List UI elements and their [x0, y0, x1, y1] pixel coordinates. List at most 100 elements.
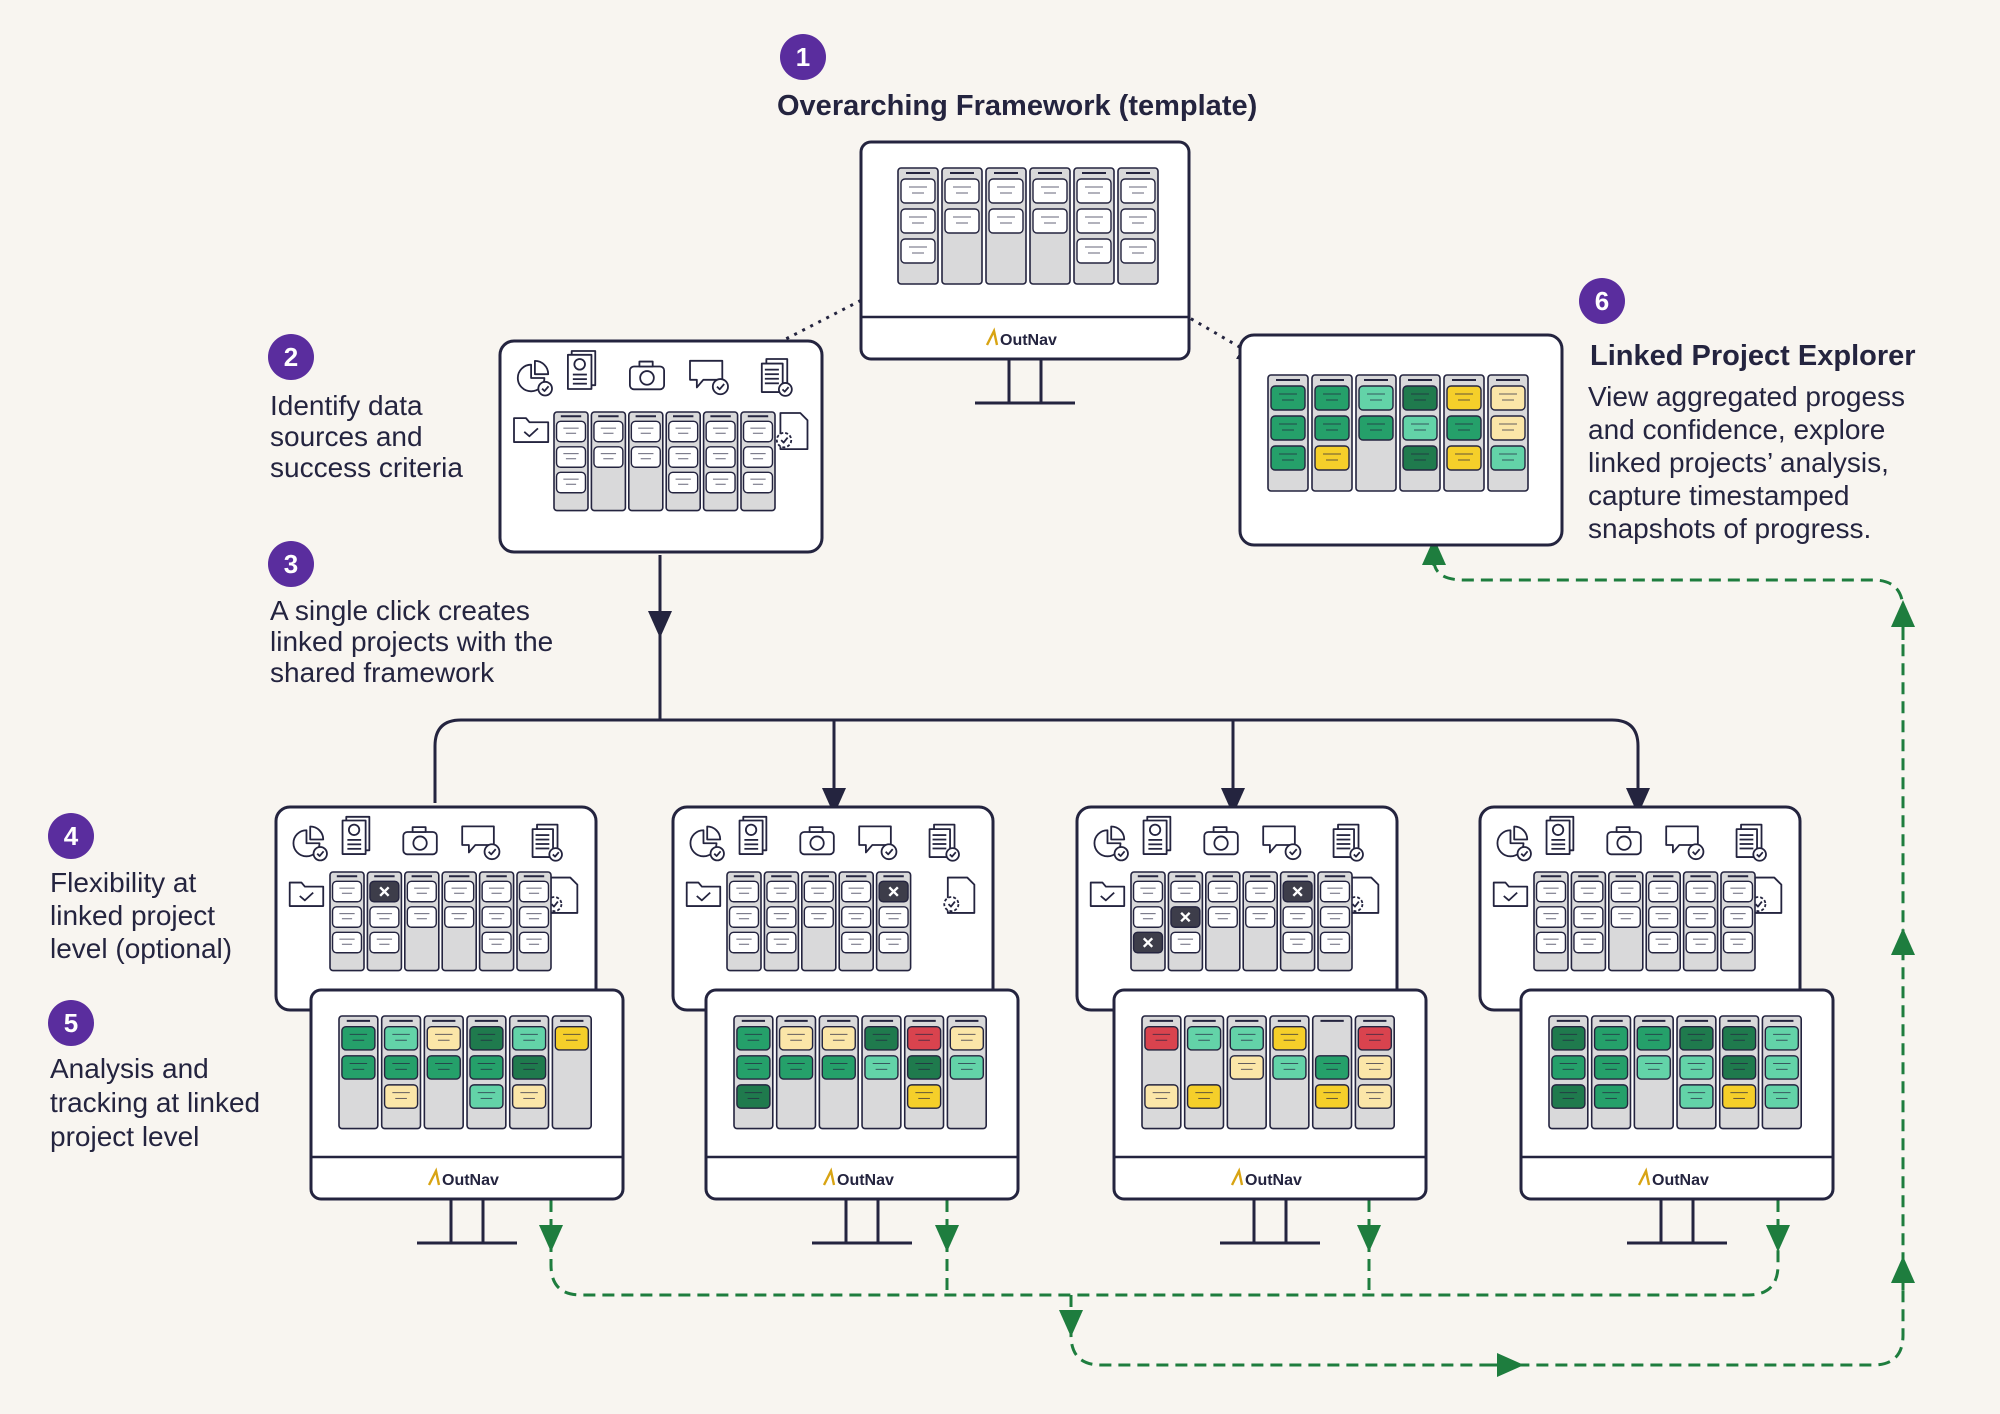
- board-card: [1132, 906, 1164, 928]
- board-card: [944, 178, 980, 204]
- board-card: [1593, 1025, 1629, 1051]
- linked-flex-board: [329, 871, 552, 972]
- board-card: [736, 1084, 771, 1109]
- connectors: [433, 286, 1650, 815]
- board-card: [1314, 445, 1350, 471]
- board-card: [1764, 1084, 1799, 1109]
- board-card: [864, 1025, 899, 1051]
- step-2-text: Identify data sources and success criter…: [270, 390, 463, 483]
- report-document-icon: [567, 350, 597, 390]
- board-card: [1120, 238, 1156, 264]
- board-card: [949, 1055, 984, 1080]
- board-card: [426, 1055, 461, 1080]
- close-icon: [1142, 937, 1154, 948]
- board-card: [1144, 1084, 1179, 1109]
- board-card: [821, 1025, 856, 1051]
- outnav-logo-icon: [985, 327, 999, 346]
- board-card: [1076, 208, 1112, 234]
- pie-chart-check-icon: [689, 825, 725, 862]
- board-card: [593, 446, 624, 468]
- board-card: [906, 1055, 942, 1080]
- board-card: [511, 1084, 547, 1109]
- board-card: [1120, 178, 1156, 204]
- board-card: [1229, 1025, 1264, 1051]
- linked-analysis-board: [338, 1015, 593, 1130]
- camera-icon: [1203, 826, 1239, 856]
- board-card: [1610, 880, 1641, 903]
- board-card: [383, 1055, 419, 1080]
- chat-check-icon: [689, 359, 729, 396]
- board-card: [426, 1025, 461, 1051]
- board-card: [444, 906, 475, 928]
- board-card: [518, 931, 550, 954]
- chat-check-icon: [858, 825, 898, 861]
- board-card: [705, 471, 736, 494]
- board-card: [1314, 415, 1350, 441]
- stacked-docs-check-icon: [760, 358, 793, 397]
- board-card: [1032, 178, 1068, 204]
- board-card: [1679, 1055, 1714, 1080]
- board-card: [1722, 906, 1754, 928]
- board-card: [511, 1055, 547, 1080]
- board-card: [1573, 931, 1604, 954]
- outnav-logo-text: OutNav: [442, 1172, 499, 1189]
- linked-analysis-board: [1141, 1015, 1396, 1130]
- board-card: [1573, 880, 1604, 903]
- board-card: [1685, 931, 1716, 954]
- board-card: [668, 471, 699, 494]
- board-card: [1207, 906, 1238, 928]
- board-card: [900, 238, 936, 264]
- board-card: [593, 420, 624, 443]
- board-card: [1357, 1025, 1392, 1051]
- board-card: [1282, 906, 1313, 928]
- board-card: [331, 906, 363, 928]
- linked-analysis-board: [733, 1015, 988, 1130]
- board-card: [705, 420, 736, 443]
- board-card: [1593, 1084, 1629, 1109]
- board-card: [778, 1055, 814, 1080]
- board-card: [555, 446, 587, 468]
- board-card: [1270, 415, 1306, 441]
- board-card: [864, 1055, 899, 1080]
- board-card: [668, 420, 699, 443]
- board-card: [705, 446, 736, 468]
- board-card: [878, 906, 909, 928]
- board-card: [841, 880, 872, 903]
- outnav-logo-text: OutNav: [1000, 332, 1057, 349]
- outnav-logo-icon: [427, 1167, 441, 1186]
- linked-analysis-board: [1548, 1015, 1803, 1130]
- step-2-badge: 2: [268, 334, 314, 380]
- pie-chart-check-icon: [292, 825, 328, 862]
- board-card: [1144, 1025, 1179, 1051]
- folder-check-icon: [685, 881, 722, 907]
- board-card: [736, 1055, 771, 1080]
- board-card: [1446, 415, 1482, 441]
- outnav-logo-icon: [822, 1167, 836, 1186]
- board-card: [555, 471, 587, 494]
- board-card: [1245, 880, 1276, 903]
- board-card: [841, 906, 872, 928]
- board-card: [1490, 385, 1526, 411]
- board-card: [1446, 445, 1482, 471]
- board-card: [1229, 1055, 1264, 1080]
- board-card: [1722, 931, 1754, 954]
- chat-check-icon: [1665, 825, 1705, 861]
- board-card: [778, 1025, 814, 1051]
- folder-check-icon: [288, 881, 325, 907]
- pie-chart-check-icon: [516, 360, 553, 397]
- camera-icon: [629, 360, 666, 391]
- board-card: [1272, 1025, 1307, 1051]
- step-1-badge: 1: [780, 34, 826, 80]
- board-card: [1076, 238, 1112, 264]
- board-card: [1593, 1055, 1629, 1080]
- step-3-text: A single click creates linked projects w…: [270, 595, 554, 688]
- step-5-text: Analysis and tracking at linked project …: [50, 1053, 261, 1152]
- board-card: [1648, 931, 1679, 954]
- board-card: [481, 880, 512, 903]
- board-card: [900, 208, 936, 234]
- board-card: [481, 931, 512, 954]
- board-card: [383, 1025, 419, 1051]
- board-card: [481, 906, 512, 928]
- board-card: [668, 446, 699, 468]
